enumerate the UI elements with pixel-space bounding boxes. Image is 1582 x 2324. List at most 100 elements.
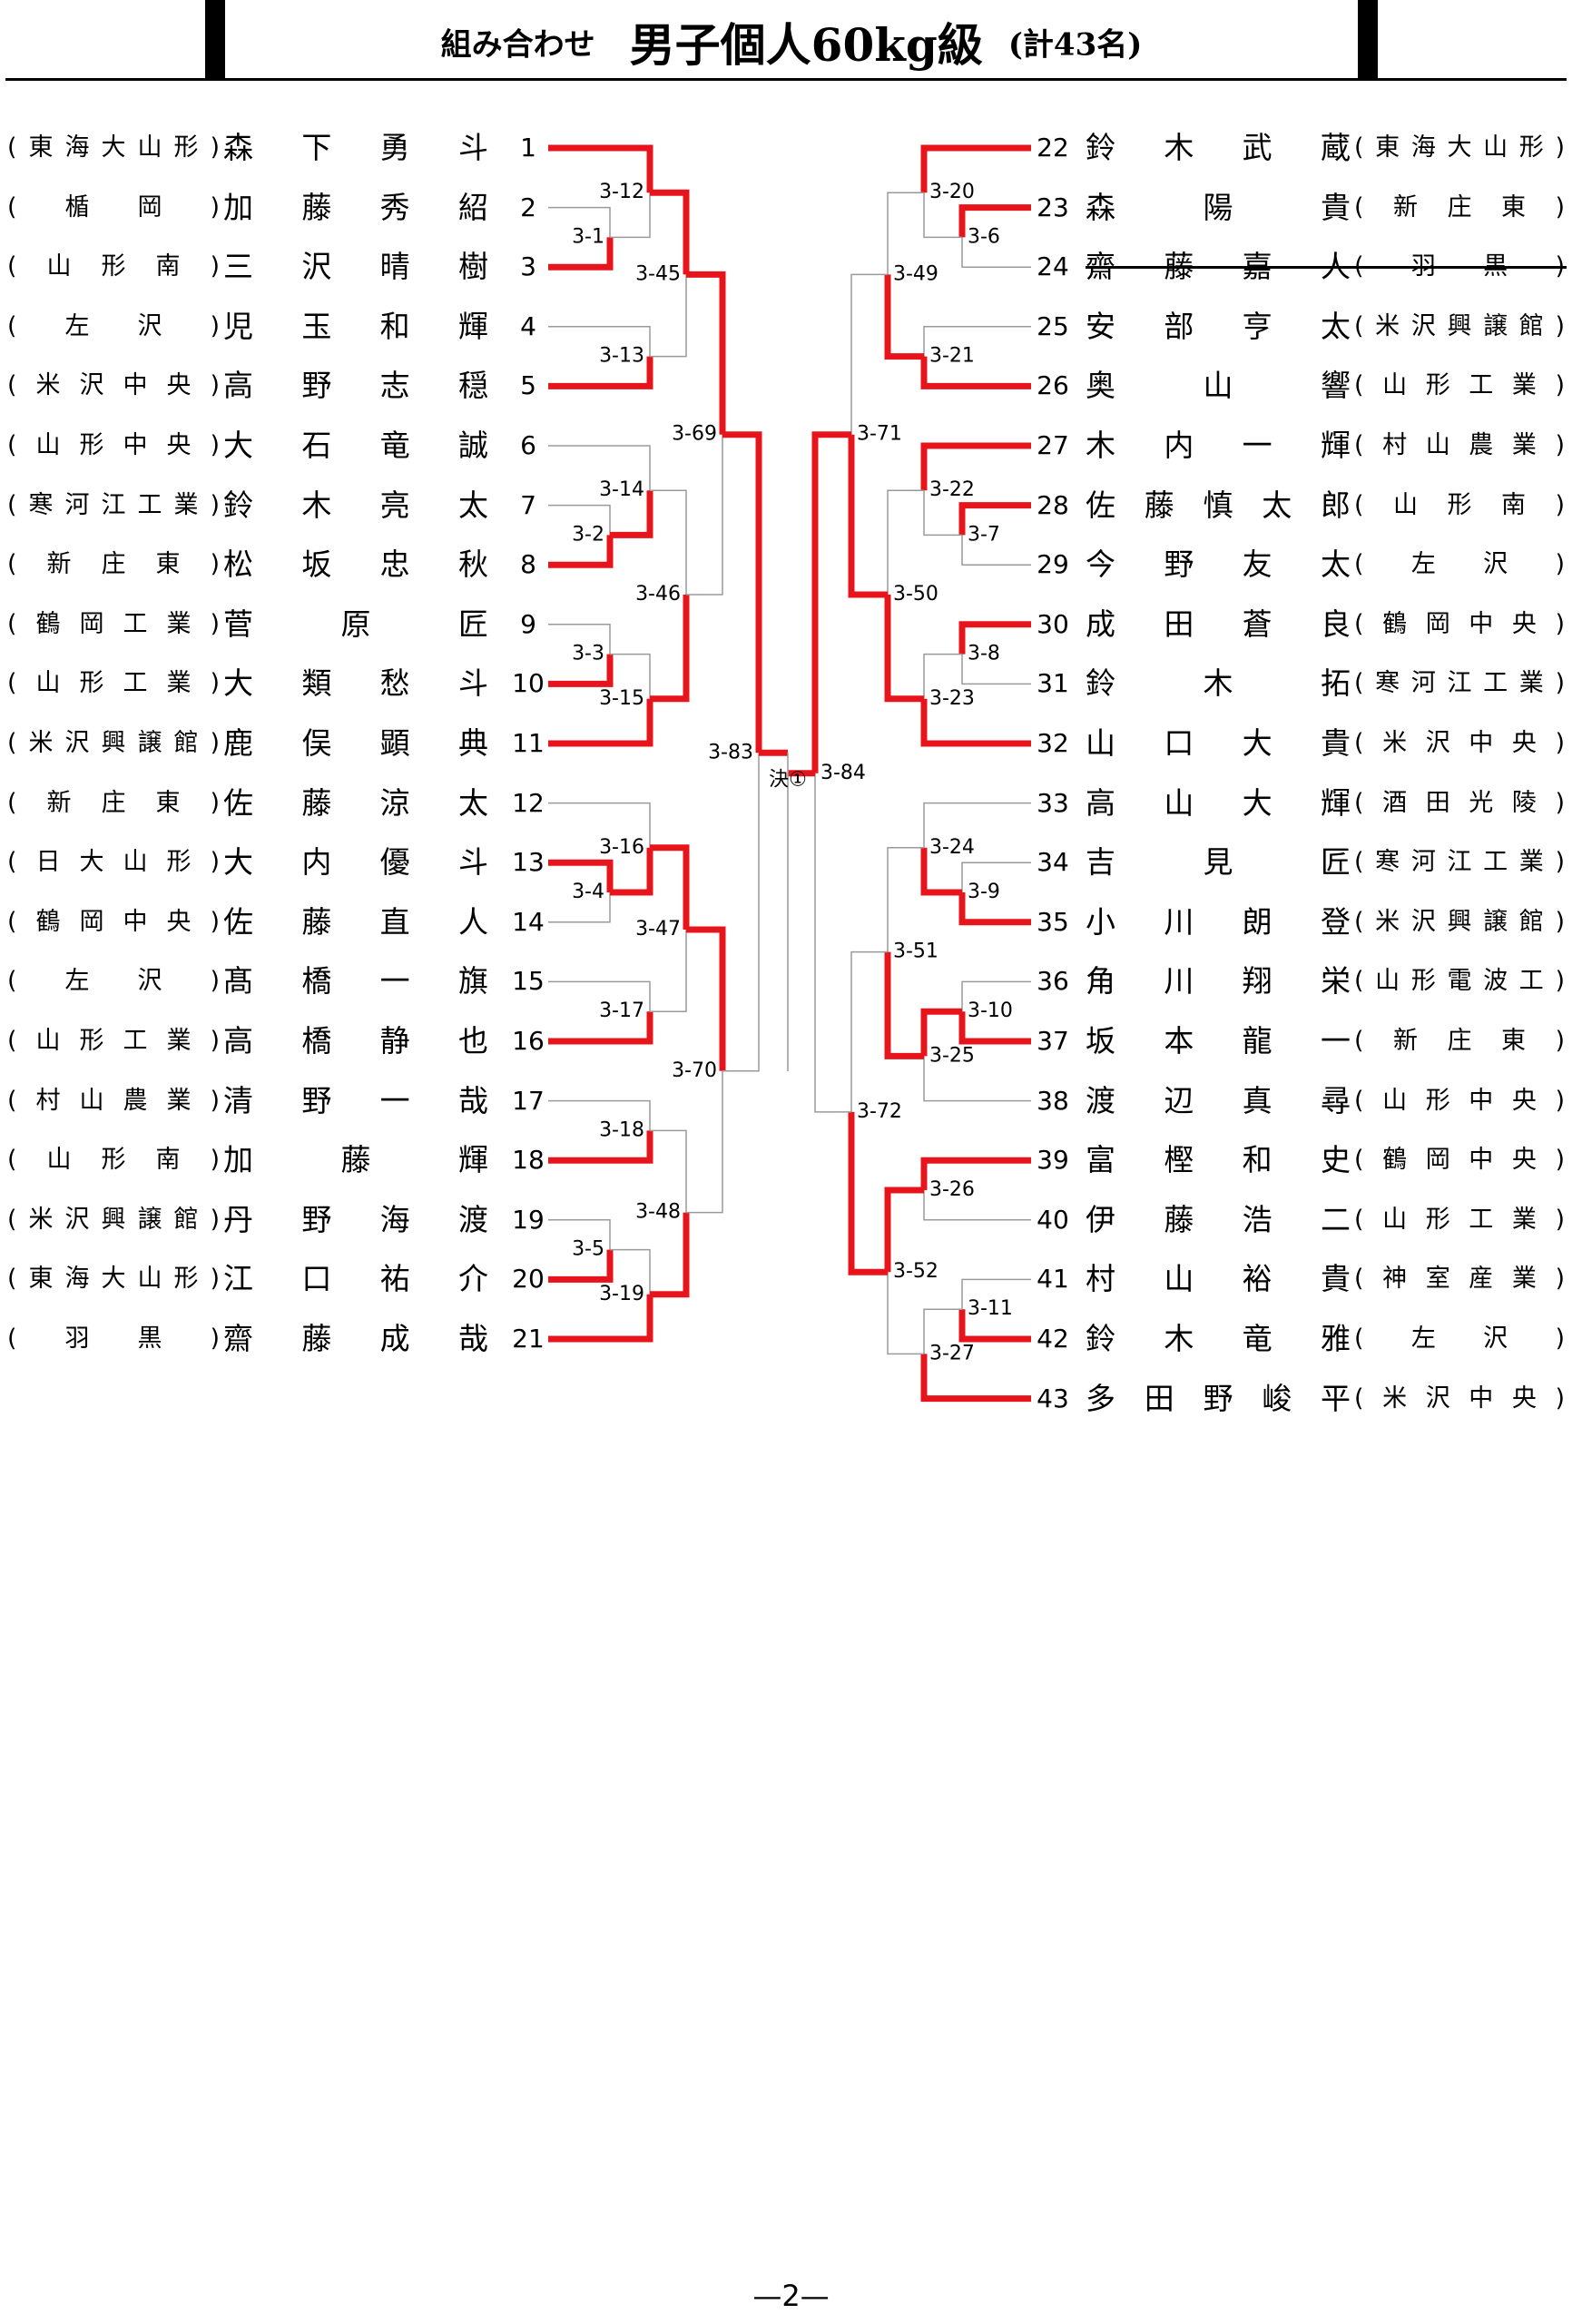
entry-name: 村山裕貴 — [1086, 1261, 1351, 1297]
entry-number: 27 — [1037, 430, 1069, 460]
entry-name: 松坂忠秋 — [223, 547, 488, 583]
page-number: —2— — [752, 2279, 830, 2313]
bracket-line — [610, 192, 651, 239]
match-label: 3-45 — [635, 262, 681, 285]
match-label: 3-25 — [929, 1044, 975, 1067]
entry-name: 髙橋一旗 — [223, 963, 488, 1000]
entry-number: 21 — [512, 1324, 545, 1354]
header: 組み合わせ男子個人60kg級(計43名) — [5, 0, 1567, 78]
bracket-line — [961, 1278, 1031, 1310]
entry-number: 14 — [512, 906, 545, 937]
match-label: 3-23 — [929, 687, 975, 710]
bracket-line — [548, 356, 653, 389]
bracket-line — [722, 431, 762, 753]
entry-number: 19 — [512, 1204, 545, 1235]
bracket-line — [887, 489, 924, 595]
entry-school: (米沢中央) — [7, 371, 221, 400]
bracket-line — [686, 926, 726, 1071]
entry-school: (酒田光陵) — [1354, 788, 1567, 817]
entry-number: 36 — [1037, 966, 1069, 997]
bracket-line — [548, 1219, 611, 1250]
bracket-line — [650, 489, 687, 595]
entry-number: 2 — [520, 192, 536, 222]
bracket-line — [610, 1248, 651, 1295]
entry-number: 30 — [1037, 608, 1069, 639]
bracket-line — [884, 274, 924, 360]
bracket-line — [923, 1308, 962, 1354]
bracket-line — [650, 1212, 690, 1298]
entry-school: (新庄東) — [7, 788, 221, 817]
bracket-line — [923, 653, 962, 699]
entry-number: 12 — [512, 787, 545, 818]
entry-number: 16 — [512, 1026, 545, 1056]
entry-name: 高野志穏 — [223, 368, 488, 404]
entry-school: (左沢) — [1354, 1324, 1567, 1353]
entry-number: 40 — [1037, 1204, 1069, 1235]
bracket-line — [548, 1294, 653, 1343]
bracket-line — [650, 274, 687, 358]
match-label: 3-83 — [708, 741, 753, 763]
bracket-line — [958, 502, 1031, 536]
bracket-line — [548, 1249, 614, 1283]
bracket-line — [548, 445, 651, 491]
bracket-line — [548, 624, 611, 655]
match-label: 3-26 — [929, 1178, 975, 1201]
bracket-line — [923, 1056, 1031, 1102]
bracket-line — [958, 204, 1031, 238]
entry-school: (東海大山形) — [1354, 133, 1567, 162]
entry-number: 29 — [1037, 549, 1069, 580]
entry-school: (山形中央) — [1354, 1086, 1567, 1115]
entry-number: 24 — [1037, 251, 1069, 282]
entry-school: (新庄東) — [7, 550, 221, 579]
entry-number: 35 — [1037, 906, 1069, 937]
bracket-line — [920, 442, 1031, 491]
bracket-line — [920, 698, 1031, 747]
header-count: (計43名) — [1007, 26, 1143, 64]
entry-name: 菅原匠 — [223, 606, 488, 642]
match-label: 3-22 — [929, 478, 975, 501]
bracket-line — [548, 859, 614, 892]
entry-number: 11 — [512, 728, 545, 758]
entry-name: 成田蒼良 — [1086, 606, 1351, 642]
bracket-line — [548, 237, 614, 271]
bracket-line — [610, 653, 651, 699]
entry-school: (山形南) — [7, 1146, 221, 1175]
entry-name: 吉見匠 — [1086, 844, 1351, 881]
entry-name: 富樫和史 — [1086, 1142, 1351, 1178]
bracket-line — [850, 950, 888, 1112]
entry-number: 22 — [1037, 133, 1069, 162]
bracket-line — [848, 434, 888, 598]
match-label: 3-49 — [893, 262, 938, 285]
entry-name: 森陽貴 — [1086, 189, 1351, 225]
bracket-line — [686, 1070, 723, 1214]
entry-name: 鹿俣顕典 — [223, 725, 488, 761]
entry-name: 渡辺真尋 — [1086, 1082, 1351, 1118]
entry-school: (米沢中央) — [1354, 729, 1567, 757]
entry-name: 大内優斗 — [223, 844, 488, 881]
entry-name: 今野友太 — [1086, 547, 1351, 583]
entry-number: 20 — [512, 1264, 545, 1295]
entry-name: 木内一輝 — [1086, 428, 1351, 463]
bracket-line — [920, 1354, 1031, 1403]
match-label: 3-13 — [599, 345, 644, 368]
entry-school: (新庄東) — [1354, 192, 1567, 222]
bracket-line — [848, 1111, 888, 1275]
bracket-line — [920, 1008, 962, 1057]
